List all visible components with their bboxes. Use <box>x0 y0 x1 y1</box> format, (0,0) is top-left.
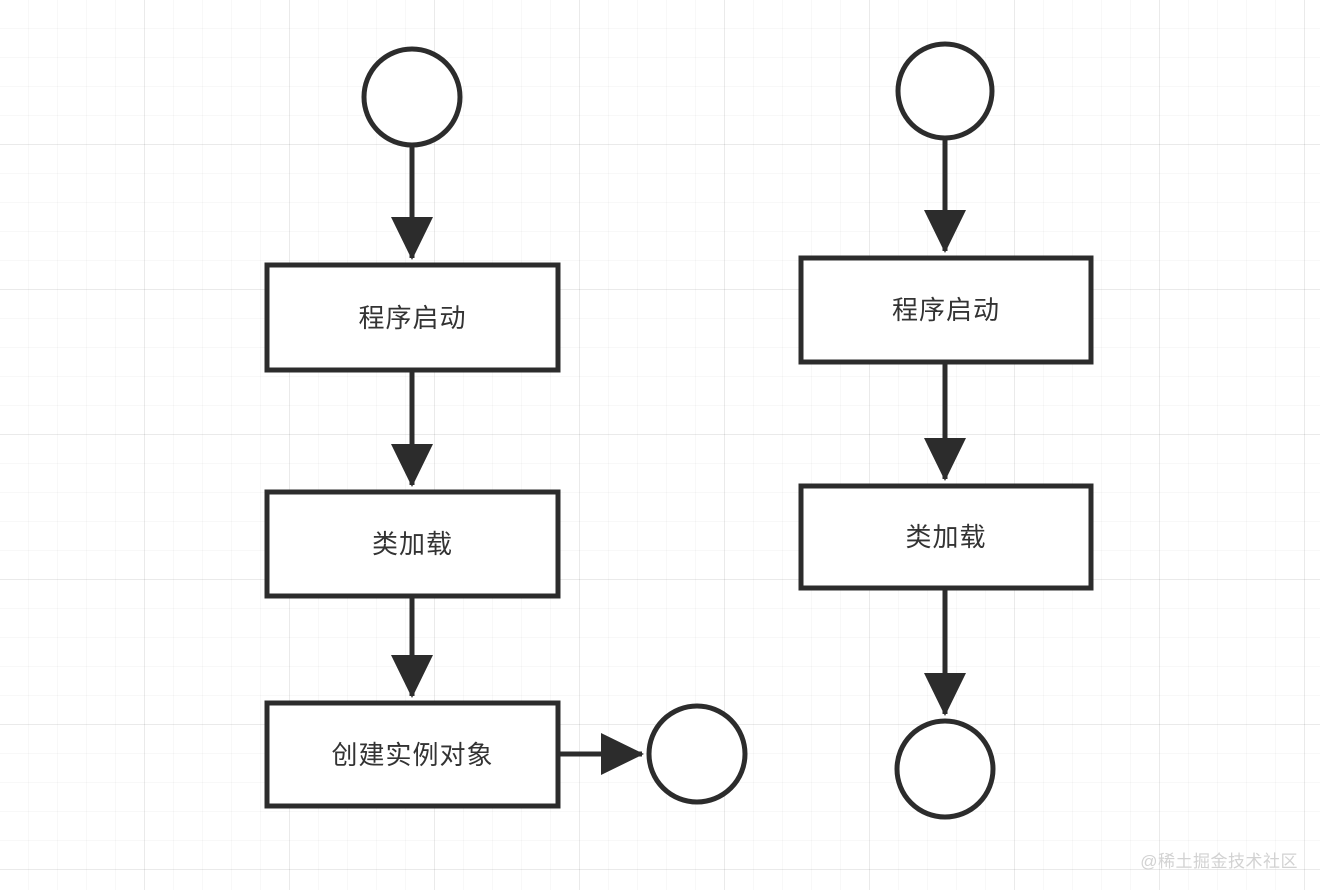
node-left-step-1[interactable] <box>264 262 561 373</box>
node-right-start[interactable] <box>895 41 995 141</box>
node-right-end[interactable] <box>894 718 996 820</box>
node-left-step-3[interactable] <box>264 700 561 809</box>
node-right-step-2[interactable] <box>798 483 1094 591</box>
node-right-step-1[interactable] <box>798 255 1094 365</box>
node-left-start[interactable] <box>361 46 463 148</box>
watermark: @稀土掘金技术社区 <box>1140 852 1298 871</box>
node-left-step-2[interactable] <box>264 489 561 599</box>
node-left-end[interactable] <box>646 703 748 805</box>
